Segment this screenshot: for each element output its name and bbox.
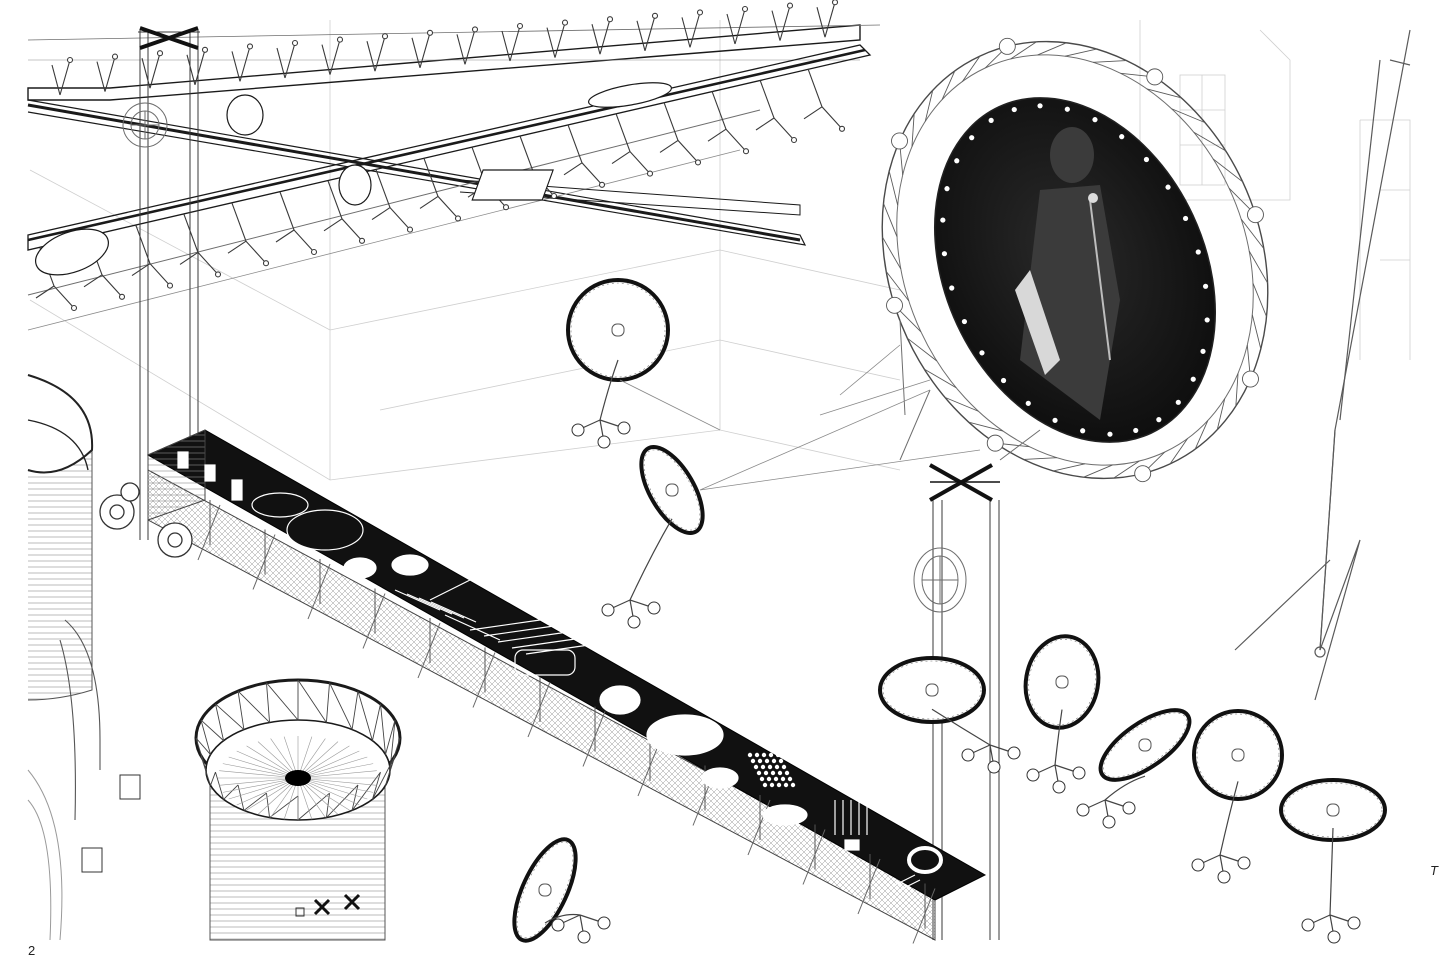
- screen-rivets: [940, 103, 1210, 437]
- screen-frame: [882, 37, 1268, 483]
- disc-stand-8: [512, 837, 611, 944]
- disc-stand-3: [878, 656, 1021, 774]
- tank-left-partial: [27, 374, 141, 941]
- disc-stand-5: [1076, 708, 1192, 829]
- connection-lines: [619, 379, 981, 491]
- edge-glyph: T: [1430, 863, 1438, 878]
- disc-stand-4: [1023, 634, 1101, 794]
- gear-wheels: [99, 482, 193, 558]
- page-number: 2: [28, 943, 36, 958]
- table-objects: [177, 451, 943, 891]
- disc-stand-1: [566, 278, 670, 449]
- tank-rim-truss: [195, 679, 401, 821]
- long-black-table: [146, 429, 987, 944]
- disc-stand-6: [1191, 709, 1284, 884]
- tripod-stand: [1234, 29, 1411, 701]
- performer-photo: [1015, 127, 1120, 420]
- truss-plates: [35, 82, 672, 276]
- cylindrical-tank: [194, 678, 402, 941]
- truss-walkway-lower: [27, 44, 872, 331]
- disc-stand-7: [1279, 778, 1387, 944]
- disc-stand-2: [601, 445, 705, 629]
- disc-stands: [512, 278, 1387, 944]
- building-background: [29, 20, 1411, 481]
- truss-hangers: [35, 0, 846, 312]
- circular-photo-screen: [819, 37, 1269, 483]
